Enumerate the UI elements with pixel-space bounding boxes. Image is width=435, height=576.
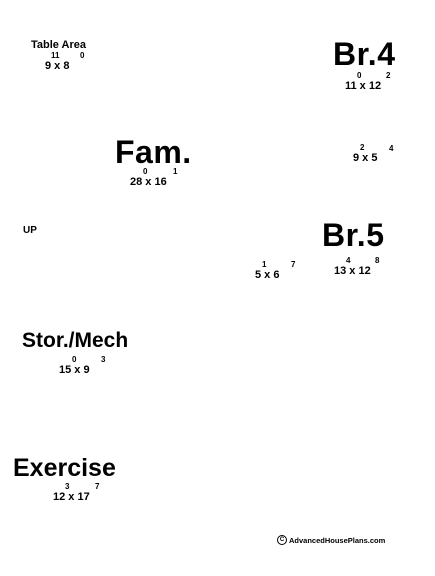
- room-dim-br5: 13 x 12 4 8: [334, 257, 379, 277]
- room-label-exercise: Exercise: [13, 454, 116, 482]
- dim-main: 11 x 12: [345, 80, 382, 92]
- room-dim-fam: 28 x 16 0 1: [130, 168, 177, 188]
- dim-sup-first: 0: [143, 167, 148, 176]
- dim-main: 5 x 6: [255, 269, 280, 281]
- credit-text: AdvancedHousePlans.com: [289, 535, 386, 545]
- room-label-br4: Br.4: [333, 36, 396, 72]
- dim-sup-second: 3: [101, 355, 106, 364]
- dim-sup-first: 2: [360, 143, 365, 152]
- dim-sup-first: 4: [346, 256, 351, 265]
- copyright-icon: C: [277, 535, 287, 545]
- room-label-fam: Fam.: [115, 134, 192, 170]
- room-dim-table-area: 9 x 8 11 0: [45, 52, 84, 72]
- stair-up-label: UP: [23, 225, 37, 236]
- room-dim-closet-right: 9 x 5 2 4: [353, 144, 393, 164]
- dim-sup-first: 11: [51, 51, 60, 60]
- dim-main: 15 x 9: [59, 364, 90, 376]
- dim-main: 28 x 16: [130, 176, 167, 188]
- dim-sup-first: 0: [357, 71, 362, 80]
- room-dim-br4: 11 x 12 0 2: [345, 72, 390, 92]
- dim-sup-first: 1: [262, 260, 267, 269]
- dim-sup-second: 8: [375, 256, 380, 265]
- dim-sup-second: 2: [386, 71, 391, 80]
- copyright-credit: C AdvancedHousePlans.com: [277, 535, 385, 545]
- dim-main: 12 x 17: [53, 491, 90, 503]
- room-label-br5: Br.5: [322, 217, 385, 253]
- room-label-stor-mech: Stor./Mech: [22, 329, 129, 352]
- room-dim-stor-mech: 15 x 9 0 3: [59, 356, 105, 376]
- room-label-table-area: Table Area: [31, 39, 87, 51]
- dim-sup-first: 3: [65, 482, 70, 491]
- room-dim-closet-mid: 5 x 6 1 7: [255, 261, 295, 281]
- room-dim-exercise: 12 x 17 3 7: [53, 483, 99, 503]
- dim-sup-second: 7: [291, 260, 296, 269]
- dim-sup-second: 7: [95, 482, 100, 491]
- dim-sup-second: 0: [80, 51, 85, 60]
- dim-main: 13 x 12: [334, 265, 371, 277]
- dim-sup-second: 1: [173, 167, 178, 176]
- dim-main: 9 x 5: [353, 152, 378, 164]
- dim-sup-second: 4: [389, 144, 394, 153]
- dim-sup-first: 0: [72, 355, 77, 364]
- dim-main: 9 x 8: [45, 60, 70, 72]
